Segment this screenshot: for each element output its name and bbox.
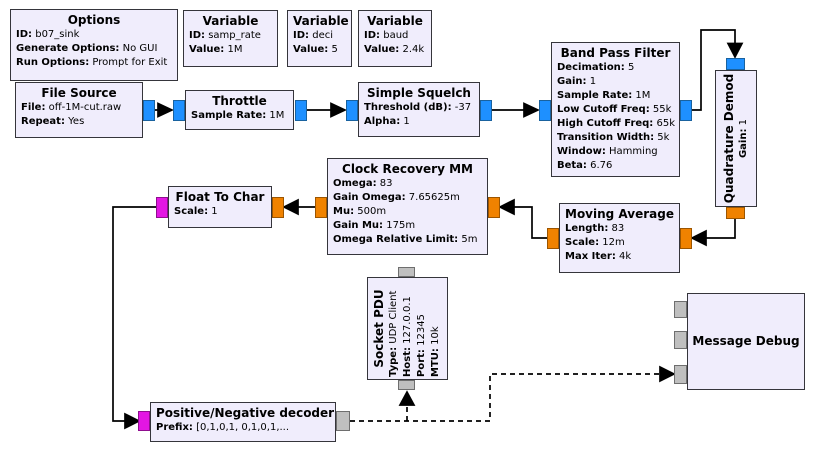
param: File: off-1M-cut.raw (21, 102, 122, 113)
param: ID: baud (364, 30, 409, 41)
pn-decoder-out-port[interactable] (336, 411, 350, 431)
param: MTU: 10k (430, 326, 441, 377)
block-title: Clock Recovery MM (342, 162, 473, 176)
block-title: Band Pass Filter (560, 46, 671, 60)
block-variable-samp-rate[interactable]: Variable ID: samp_rate Value: 1M (183, 10, 278, 67)
param: Value: 2.4k (364, 44, 425, 55)
block-moving-average[interactable]: Moving Average Length: 83 Scale: 12m Max… (547, 203, 692, 273)
block-float-to-char[interactable]: Float To Char Scale: 1 (156, 186, 284, 228)
param: Gain Mu: 175m (333, 220, 416, 231)
block-clock-recovery-mm[interactable]: Clock Recovery MM Omega: 83 Gain Omega: … (315, 158, 500, 255)
wire-decoder-socketpdu[interactable] (400, 392, 414, 421)
param: ID: b07_sink (16, 29, 80, 40)
wire-movingavg-clockrecovery[interactable] (500, 200, 547, 238)
param: Sample Rate: 1M (191, 110, 285, 121)
param: Length: 83 (565, 223, 625, 234)
param: Gain: 1 (737, 118, 749, 159)
param: Run Options: Prompt for Exit (16, 57, 168, 68)
moving-average-in-port[interactable] (680, 228, 692, 249)
wire-clockrecovery-floattochar[interactable] (284, 200, 315, 214)
quadrature-demod-out-port[interactable] (726, 207, 745, 219)
param: Max Iter: 4k (565, 251, 632, 262)
clock-recovery-in-port[interactable] (488, 197, 500, 218)
block-title: Socket PDU (372, 289, 386, 368)
param: Prefix: [0,1,0,1, 0,1,0,1,... (156, 422, 290, 433)
moving-average-out-port[interactable] (547, 228, 559, 249)
wire-quaddemod-movingavg[interactable] (692, 219, 735, 245)
band-pass-in-port[interactable] (539, 100, 551, 121)
float-to-char-out-port[interactable] (156, 197, 168, 218)
wire-floattochar-decoder[interactable] (113, 207, 156, 428)
wire-bandpass-quaddemod[interactable] (692, 30, 742, 110)
block-title: Simple Squelch (367, 86, 471, 100)
block-simple-squelch[interactable]: Simple Squelch Threshold (dB): -37 Alpha… (346, 82, 492, 137)
param: Repeat: Yes (21, 116, 85, 127)
block-title: Moving Average (565, 207, 674, 221)
block-file-source[interactable]: File Source File: off-1M-cut.raw Repeat:… (15, 82, 155, 138)
param: Gain: 1 (557, 76, 597, 87)
message-debug-print-pdu-port[interactable] (674, 365, 687, 384)
wire-throttle-squelch[interactable] (307, 104, 345, 117)
param: Generate Options: No GUI (16, 43, 158, 54)
param: Low Cutoff Freq: 55k (557, 104, 672, 115)
param: Omega Relative Limit: 5m (333, 234, 478, 245)
wire-squelch-bandpass[interactable] (492, 104, 538, 117)
block-options[interactable]: Options ID: b07_sink Generate Options: N… (10, 9, 178, 81)
param: Type: UDP Client (388, 290, 399, 377)
quadrature-demod-in-port[interactable] (726, 58, 745, 70)
block-title: Variable (293, 14, 349, 28)
block-socket-pdu[interactable]: Socket PDU Type: UDP Client Host: 127.0.… (367, 267, 448, 390)
block-title: Positive/Negative decoder (156, 406, 335, 420)
block-title: Quadrature Demod (721, 73, 736, 204)
message-debug-store-port[interactable] (674, 331, 687, 349)
param: ID: samp_rate (189, 30, 261, 41)
simple-squelch-in-port[interactable] (346, 100, 358, 121)
block-title: Options (67, 13, 121, 27)
param: Alpha: 1 (364, 116, 410, 127)
block-title: File Source (41, 86, 117, 100)
param: Threshold (dB): -37 (364, 102, 472, 113)
pn-decoder-in-port[interactable] (138, 411, 150, 431)
param: Mu: 500m (333, 206, 387, 217)
block-pn-decoder[interactable]: Positive/Negative decoder Prefix: [0,1,0… (138, 402, 350, 442)
throttle-in-port[interactable] (173, 100, 185, 121)
param: Value: 5 (293, 44, 338, 55)
block-variable-baud[interactable]: Variable ID: baud Value: 2.4k (358, 10, 432, 67)
block-title: Float To Char (175, 190, 265, 204)
param: Sample Rate: 1M (557, 90, 651, 101)
param: Port: 12345 (416, 314, 427, 377)
param: Gain Omega: 7.65625m (333, 192, 460, 203)
block-message-debug[interactable]: Message Debug (674, 293, 805, 390)
param: High Cutoff Freq: 65k (557, 118, 676, 129)
file-source-out-port[interactable] (143, 100, 155, 121)
param: Window: Hamming (557, 146, 658, 157)
param: Host: 127.0.0.1 (402, 296, 413, 377)
param: Scale: 1 (174, 206, 218, 217)
block-title: Throttle (212, 94, 267, 108)
band-pass-out-port[interactable] (680, 100, 692, 121)
wire-decoder-messagedebug[interactable] (350, 367, 674, 421)
block-quadrature-demod[interactable]: Quadrature Demod Gain: 1 (715, 58, 757, 219)
block-band-pass-filter[interactable]: Band Pass Filter Decimation: 5 Gain: 1 S… (539, 42, 692, 177)
block-variable-deci[interactable]: Variable ID: deci Value: 5 (287, 10, 352, 67)
block-throttle[interactable]: Throttle Sample Rate: 1M (173, 90, 307, 130)
block-title: Variable (202, 14, 259, 28)
param: Scale: 12m (565, 237, 625, 248)
socket-pdu-in-port[interactable] (398, 380, 415, 390)
param: Transition Width: 5k (557, 132, 670, 143)
block-title: Message Debug (692, 334, 800, 348)
simple-squelch-out-port[interactable] (480, 100, 492, 121)
float-to-char-in-port[interactable] (272, 197, 284, 218)
param: Beta: 6.76 (557, 160, 613, 171)
socket-pdu-out-port[interactable] (398, 267, 415, 277)
param: ID: deci (293, 30, 333, 41)
param: Decimation: 5 (557, 62, 635, 73)
param: Value: 1M (189, 44, 243, 55)
throttle-out-port[interactable] (295, 100, 307, 121)
clock-recovery-out-port[interactable] (315, 197, 327, 218)
message-debug-print-port[interactable] (674, 301, 687, 318)
param: Omega: 83 (333, 178, 393, 189)
block-title: Variable (367, 14, 423, 28)
